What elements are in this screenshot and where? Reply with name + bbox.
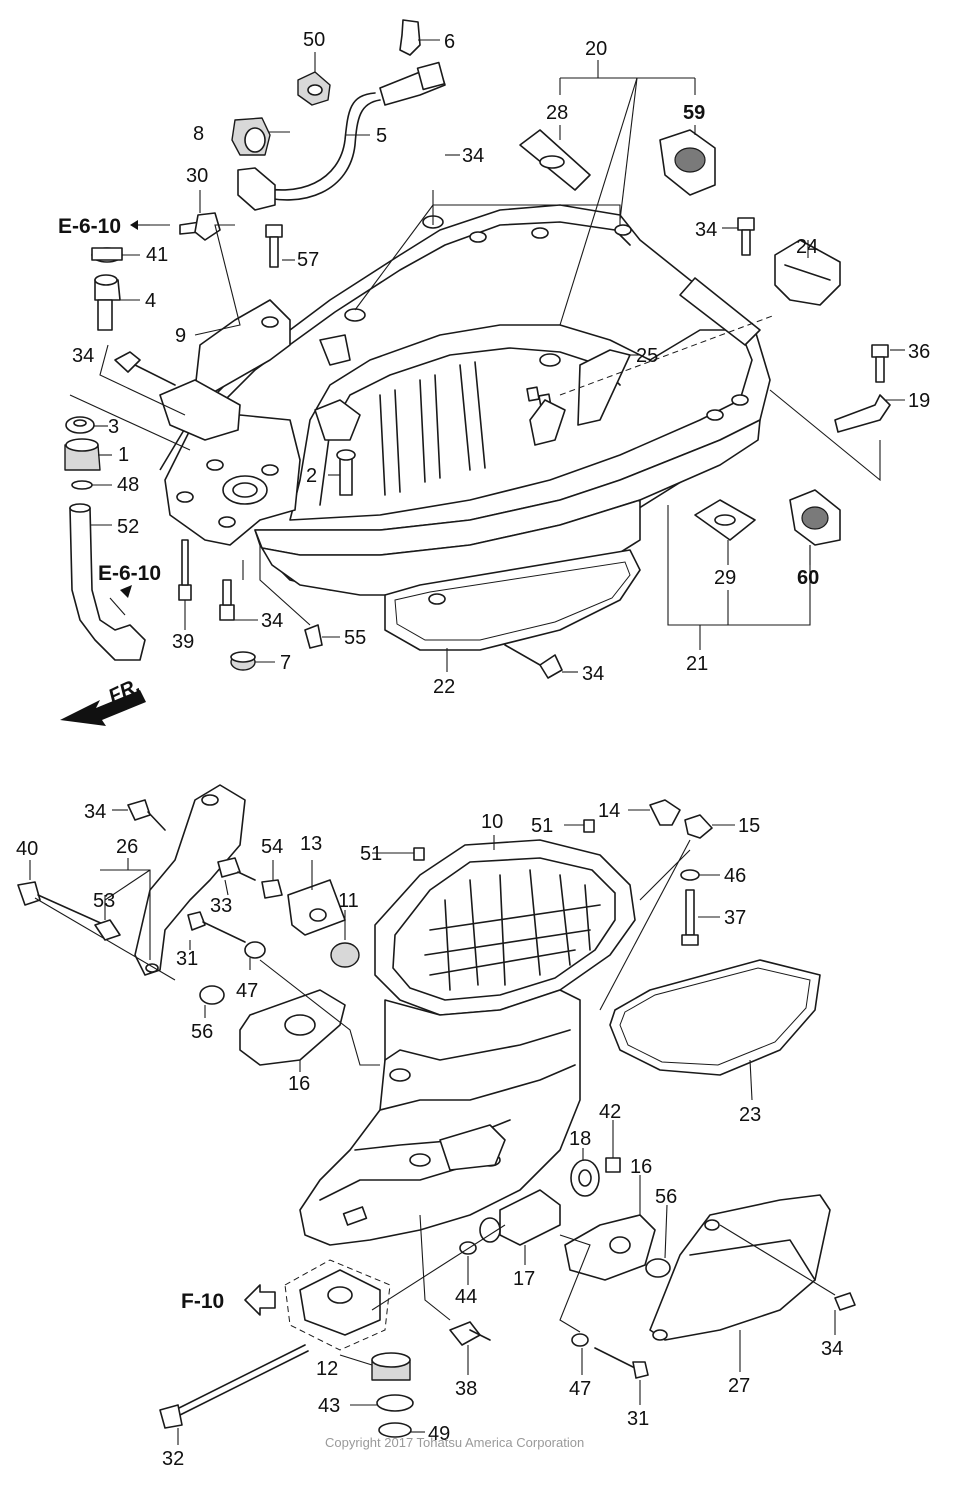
callout: 53: [93, 890, 115, 912]
callout: 54: [261, 836, 283, 858]
callout: 22: [433, 676, 455, 698]
callout: 9: [175, 325, 186, 347]
callout: 16: [288, 1073, 310, 1095]
callout: 2: [306, 465, 317, 487]
callout: 11: [338, 890, 359, 912]
callout: 14: [598, 800, 620, 822]
callout: 57: [297, 249, 319, 271]
callout: 25: [636, 345, 658, 367]
callout: 6: [444, 31, 455, 53]
callout: 59: [683, 102, 705, 124]
callout: 5: [376, 125, 387, 147]
callout: 34: [84, 801, 106, 823]
callout: 34: [462, 145, 484, 167]
callout: 1: [118, 444, 129, 466]
callout: 41: [146, 244, 168, 266]
callout: 44: [455, 1286, 477, 1308]
ref-e610-top: E-6-10: [58, 215, 121, 238]
callout: 21: [686, 653, 708, 675]
gasket: [609, 959, 821, 1076]
callout-labels: 50 6 8 5 30 E-6-10 41 4 57 9 34 3 1 48 5…: [16, 29, 930, 1470]
callout: 4: [145, 290, 156, 312]
callout: 10: [481, 811, 503, 833]
upper-leader-lines: [60, 39, 905, 726]
callout: 20: [585, 38, 607, 60]
callout: 46: [724, 865, 746, 887]
callout: 34: [72, 345, 94, 367]
callout: 34: [582, 663, 604, 685]
callout: 7: [280, 652, 291, 674]
callout: 55: [344, 627, 366, 649]
callout: 26: [116, 836, 138, 858]
callout: 27: [728, 1375, 750, 1397]
callout: 24: [796, 236, 818, 258]
callout: 56: [191, 1021, 213, 1043]
callout: 50: [303, 29, 325, 51]
ref-f10: F-10: [181, 1290, 224, 1313]
upper-small-parts: [64, 19, 891, 679]
f10-arrow-icon: [244, 1284, 276, 1316]
seal-ring: [384, 549, 641, 651]
callout: 34: [695, 219, 717, 241]
callout: 18: [569, 1128, 591, 1150]
callout: 17: [513, 1268, 535, 1290]
callout: 42: [599, 1101, 621, 1123]
callout: 51: [531, 815, 553, 837]
oil-pan-assembly: [299, 839, 636, 1246]
callout: 36: [908, 341, 930, 363]
copyright-notice: Copyright 2017 Tohatsu America Corporati…: [325, 1435, 584, 1450]
callout: 33: [210, 895, 232, 917]
callout: 15: [738, 815, 760, 837]
callout: 60: [797, 567, 819, 589]
callout: 51: [360, 843, 382, 865]
callout: 31: [176, 948, 198, 970]
callout: 38: [455, 1378, 477, 1400]
callout: 29: [714, 567, 736, 589]
callout: 13: [300, 833, 322, 855]
callout: 3: [108, 416, 119, 438]
callout: 12: [316, 1358, 338, 1380]
callout: 40: [16, 838, 38, 860]
callout: 37: [724, 907, 746, 929]
front-arrow-icon: [60, 690, 146, 726]
callout: 32: [162, 1448, 184, 1470]
cover: [649, 1194, 831, 1341]
callout: 52: [117, 516, 139, 538]
callout: 28: [546, 102, 568, 124]
callout: 56: [655, 1186, 677, 1208]
callout: 43: [318, 1395, 340, 1417]
callout: 39: [172, 631, 194, 653]
callout: 23: [739, 1104, 761, 1126]
lower-small-parts: [17, 784, 856, 1438]
callout: 47: [236, 980, 258, 1002]
callout: 47: [569, 1378, 591, 1400]
callout: 49: [428, 1423, 450, 1445]
callout: 8: [193, 123, 204, 145]
callout: 34: [261, 610, 283, 632]
callout: 16: [630, 1156, 652, 1178]
callout: 31: [627, 1408, 649, 1430]
callout: 30: [186, 165, 208, 187]
lower-leader-lines: [29, 809, 836, 1445]
callout: 48: [117, 474, 139, 496]
ref-e610-left: E-6-10: [98, 562, 161, 585]
callout: 19: [908, 390, 930, 412]
bottom-cowling-assembly: [159, 204, 771, 651]
callout: 34: [821, 1338, 843, 1360]
